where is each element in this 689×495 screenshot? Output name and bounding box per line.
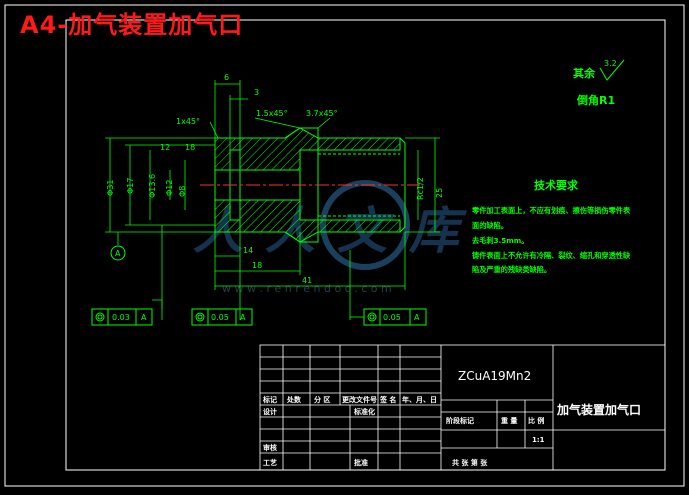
- tb-date: 年、月、日: [402, 395, 437, 404]
- dim-chamfer-mid: 1.5x45°: [256, 109, 288, 118]
- tolerance-2-value: 0.05: [211, 313, 229, 322]
- dim-len-18: 18: [252, 261, 262, 270]
- dim-len-41: 41: [302, 276, 312, 285]
- tolerance-1-datum: A: [141, 313, 147, 322]
- dim-chamfer-right: 3.7x45°: [306, 109, 338, 118]
- surface-rest-label: 其余: [573, 66, 596, 80]
- chamfer-note: 倒角R1: [576, 93, 615, 107]
- tb-ratio: 比 例: [528, 416, 544, 425]
- tb-review: 审核: [263, 443, 277, 452]
- tech-req-line-4: 铸件表面上不允许有冷隔、裂纹、缩孔和穿透性缺: [472, 251, 631, 260]
- dim-small-18: 18: [185, 143, 195, 152]
- surface-roughness-value: 3.2: [604, 59, 617, 68]
- tb-process: 工艺: [263, 458, 277, 467]
- tb-approve: 批准: [354, 458, 368, 467]
- tolerance-2-datum: A: [240, 313, 246, 322]
- tolerance-frame-1: [91, 308, 153, 326]
- dim-3: 3: [254, 88, 259, 97]
- dim-dia-17: Φ17: [126, 178, 135, 194]
- tech-req-line-1: 零件加工表面上，不应有划痕、擦伤等损伤零件表: [471, 206, 631, 215]
- tb-sign: 签 名: [379, 395, 396, 404]
- tb-material: ZCuA19Mn2: [458, 369, 531, 383]
- tb-design: 设计: [263, 407, 277, 416]
- dim-dia-13-6: Φ13.6: [148, 174, 157, 198]
- outer-border: [4, 4, 685, 487]
- dim-dia-12: Φ12: [165, 180, 174, 196]
- tolerance-1-value: 0.03: [112, 313, 130, 322]
- tb-stage-mark: 阶段标记: [446, 416, 474, 425]
- part-section: [214, 127, 406, 243]
- tech-req-line-5: 陷及严重的残缺类缺陷。: [472, 265, 551, 274]
- roughness-symbol: [599, 59, 625, 81]
- tb-weight: 重 量: [501, 416, 517, 425]
- dimension-lines: [105, 80, 440, 320]
- dim-dia-8: Φ8: [178, 186, 187, 197]
- tolerance-3-datum: A: [414, 313, 420, 322]
- tb-doc-no: 更改文件号: [342, 395, 377, 404]
- tb-zone: 分 区: [314, 395, 330, 404]
- datum-a: A: [110, 245, 126, 261]
- tech-req-heading: 技术要求: [534, 178, 579, 192]
- tb-count: 处数: [286, 395, 302, 404]
- watermark-url: w w w . r e n r e n d o c . c o m: [222, 282, 392, 295]
- dim-len-14: 14: [243, 246, 253, 255]
- dim-small-12: 12: [160, 143, 170, 152]
- tb-mark: 标记: [262, 395, 277, 404]
- dim-6: 6: [224, 73, 229, 82]
- dim-dia-25: 25: [435, 188, 444, 198]
- tb-standardize: 标准化: [353, 407, 375, 416]
- tb-scale: 1:1: [532, 436, 545, 444]
- page-title: A4-加气装置加气口: [20, 11, 244, 39]
- tech-req-line-3: 去毛刺3.5mm。: [472, 236, 528, 245]
- dim-chamfer-left: 1x45°: [176, 117, 200, 126]
- tolerance-frame-2: [191, 308, 253, 326]
- tb-part-name: 加气装置加气口: [556, 402, 641, 417]
- tb-sheets: 共 张 第 张: [452, 458, 488, 467]
- title-block: [259, 344, 666, 471]
- tech-req-line-2: 面的缺陷。: [472, 221, 508, 230]
- dim-thread-rc: Rc1/2: [416, 177, 425, 200]
- tolerance-3-value: 0.05: [383, 313, 401, 322]
- datum-a-label: A: [115, 249, 121, 258]
- dim-dia-31: Φ31: [106, 180, 115, 196]
